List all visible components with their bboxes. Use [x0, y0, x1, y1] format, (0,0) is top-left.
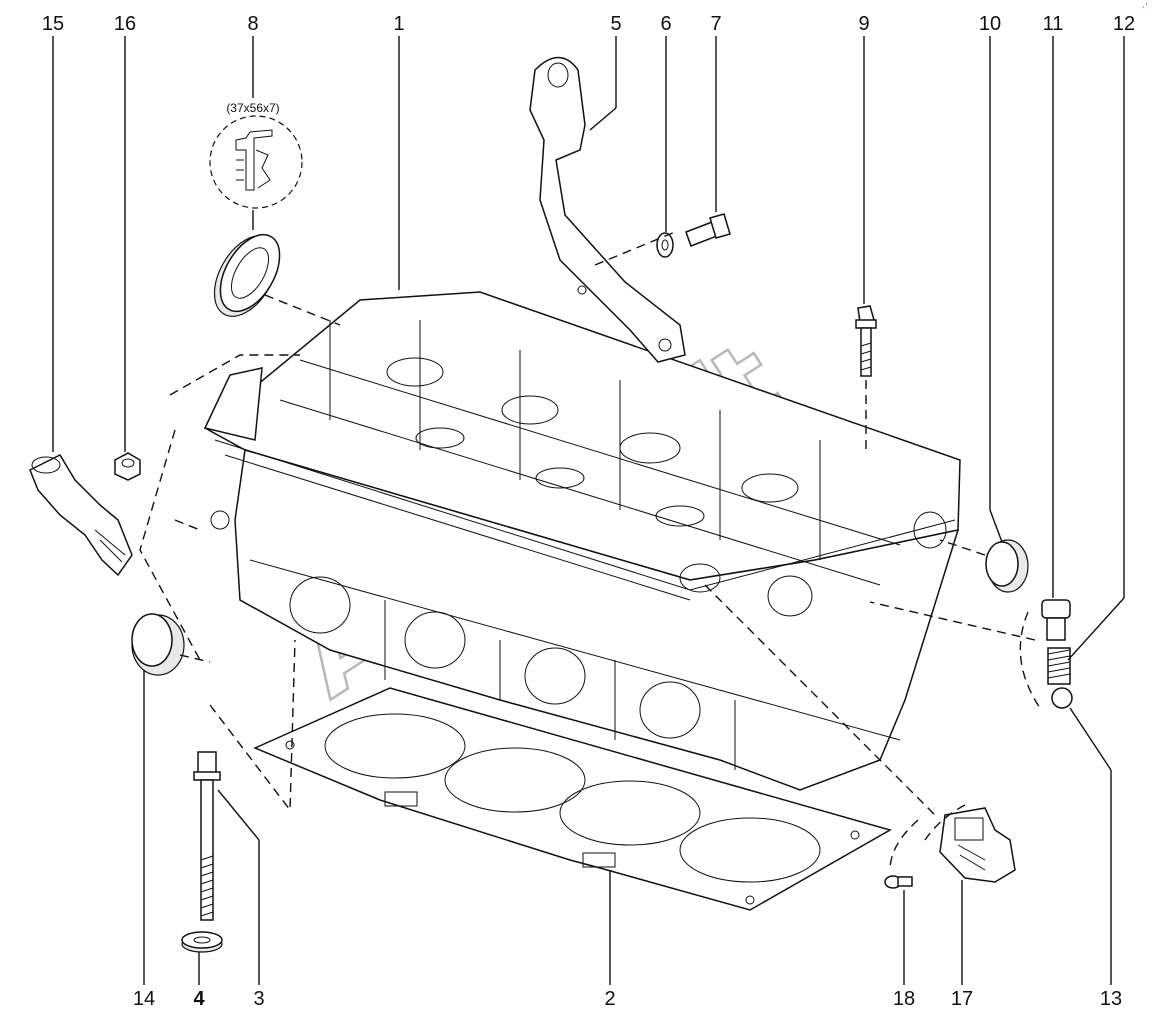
callout-10: 10 [979, 13, 1001, 35]
sensor-nut [114, 452, 141, 481]
bracket-washer [656, 232, 674, 258]
callout-16: 16 [114, 13, 136, 35]
cylinder-head [203, 291, 961, 791]
assembly-lines [139, 231, 1041, 871]
callout-15: 15 [42, 13, 64, 35]
seal-spec-label: (37x56x7) [226, 101, 279, 115]
relief-valve-spring [1047, 647, 1071, 685]
relief-valve-plug [1041, 599, 1071, 641]
callout-6: 6 [660, 13, 671, 35]
callout-8: 8 [247, 13, 258, 35]
sealing-plug-left [131, 613, 185, 676]
callout-numbers: 15 16 8 (37x56x7) 1 5 6 7 9 10 11 12 14 … [42, 13, 1135, 1010]
camshaft-seal [213, 233, 281, 317]
callout-12: 12 [1113, 13, 1135, 35]
sensor-screw [884, 875, 913, 889]
lifting-bracket [529, 56, 686, 363]
callout-4: 4 [193, 988, 205, 1010]
callout-2: 2 [604, 988, 615, 1010]
corner-mark: ·’ [1142, 3, 1148, 13]
bolt-washer [181, 931, 223, 953]
callout-17: 17 [951, 988, 973, 1010]
callout-3: 3 [253, 988, 264, 1010]
callout-14: 14 [133, 988, 155, 1010]
stud-bolt [855, 305, 877, 377]
callout-11: 11 [1043, 13, 1064, 35]
leader-lines [52, 36, 1125, 985]
callout-9: 9 [858, 13, 869, 35]
head-gasket [253, 687, 892, 911]
exhaust-ports [289, 511, 947, 739]
callout-13: 13 [1100, 988, 1122, 1010]
oil-control-valve [29, 454, 133, 577]
seal-detail-bubble [209, 115, 303, 209]
relief-valve-ball [1051, 687, 1073, 709]
callout-5: 5 [610, 13, 621, 35]
callout-18: 18 [893, 988, 915, 1010]
head-bolt [193, 751, 221, 921]
sealing-plug-right [985, 539, 1029, 593]
bracket-bolt [685, 213, 731, 247]
phase-sensor [939, 807, 1016, 883]
callout-1: 1 [393, 13, 404, 35]
callout-7: 7 [710, 13, 721, 35]
